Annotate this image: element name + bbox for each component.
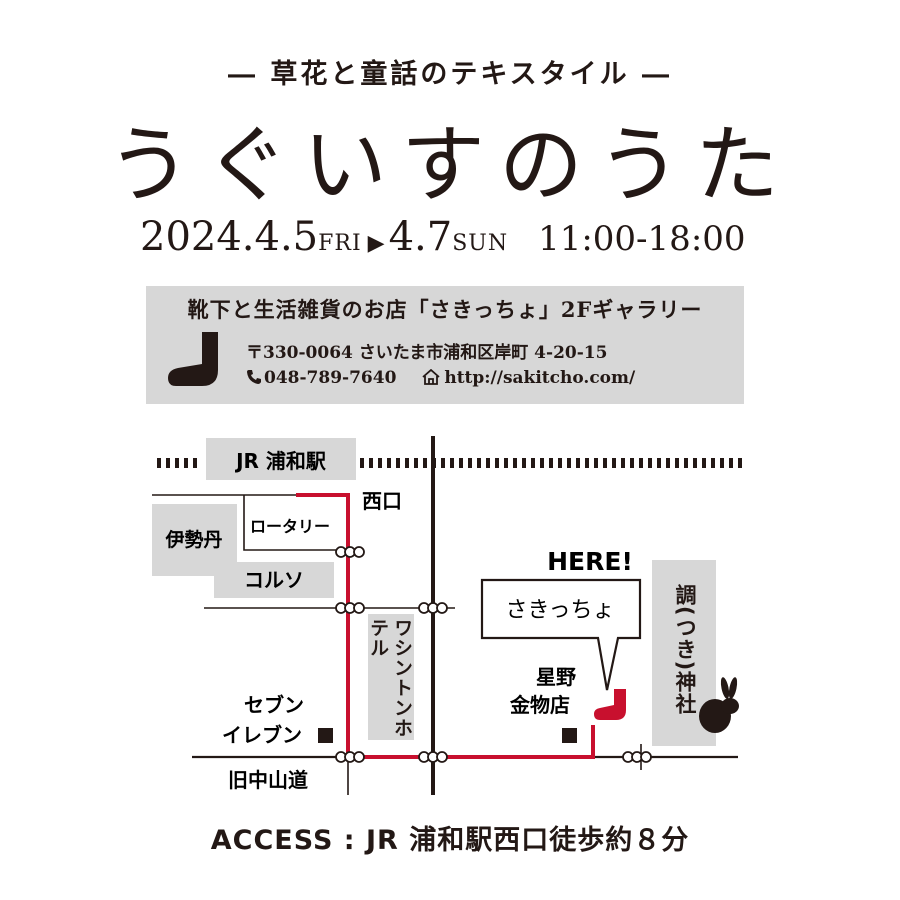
corso-label: コルソ [244, 568, 304, 592]
rotary-label: ロータリー [250, 517, 330, 536]
crosswalk-3 [418, 602, 448, 614]
arrow-icon: ▶ [367, 231, 385, 256]
rabbit-icon [699, 677, 739, 733]
station-block [206, 438, 356, 480]
opening-hours: 11:00-18:00 [538, 219, 746, 259]
here-label: HERE! [547, 547, 633, 576]
shop-name-label: さきっちょ [505, 598, 614, 623]
event-dates: 2024.4.5 FRI ▶ 4.7 SUN 11:00-18:00 [140, 214, 780, 270]
start-day: FRI [318, 231, 362, 256]
end-day: SUN [452, 231, 509, 256]
corso-block [214, 562, 334, 598]
contact-line: 048-789-7640 http://sakitcho.com/ [246, 368, 643, 388]
hoshino-label-1: 星野 [536, 665, 576, 689]
shop-description: 靴下と生活雑貨のお店「さきっちょ」2Fギャラリー [187, 297, 703, 322]
crosswalk-2 [335, 602, 365, 614]
address: 〒330-0064 さいたま市浦和区岸町 4-20-15 [246, 343, 608, 363]
sock-icon [594, 689, 626, 720]
hotel-block [368, 614, 414, 740]
telephone: 048-789-7640 [264, 368, 397, 388]
home-icon [422, 368, 440, 385]
venue-info-box: 靴下と生活雑貨のお店「さきっちょ」2Fギャラリー 〒330-0064 さいたま市… [146, 286, 744, 404]
station-label: JR 浦和駅 [234, 449, 326, 473]
west-exit-label: 西口 [362, 489, 402, 513]
access-directions: ACCESS : JR 浦和駅西口徒歩約８分 [210, 825, 690, 856]
crosswalk-1 [335, 546, 365, 558]
washington-hotel-label: ワシントンホテル [367, 618, 413, 738]
shrine-label: 調(つき)神社 [673, 584, 697, 716]
seven-eleven-label-1: セブン [244, 693, 304, 717]
street-label: 旧中山道 [228, 768, 308, 792]
sock-icon [168, 332, 218, 386]
rotary-outline [243, 495, 340, 551]
hoshino-marker [562, 728, 577, 743]
crosswalk-4 [335, 751, 365, 763]
subtitle: ― 草花と童話のテキスタイル ― [228, 59, 672, 90]
seven-eleven-marker [318, 728, 333, 743]
shop-callout [480, 578, 642, 691]
page-title: うぐいすのうた [106, 116, 793, 214]
start-date: 2024.4.5 [140, 214, 319, 260]
crosswalk-5 [418, 751, 448, 763]
end-date: 4.7 [388, 214, 453, 260]
seven-eleven-label-2: イレブン [222, 723, 302, 747]
phone-icon [247, 370, 261, 384]
website-link[interactable]: http://sakitcho.com/ [444, 368, 636, 388]
isetan-label: 伊勢丹 [164, 528, 222, 551]
hoshino-label-2: 金物店 [509, 693, 570, 717]
crosswalk-6 [622, 751, 652, 763]
